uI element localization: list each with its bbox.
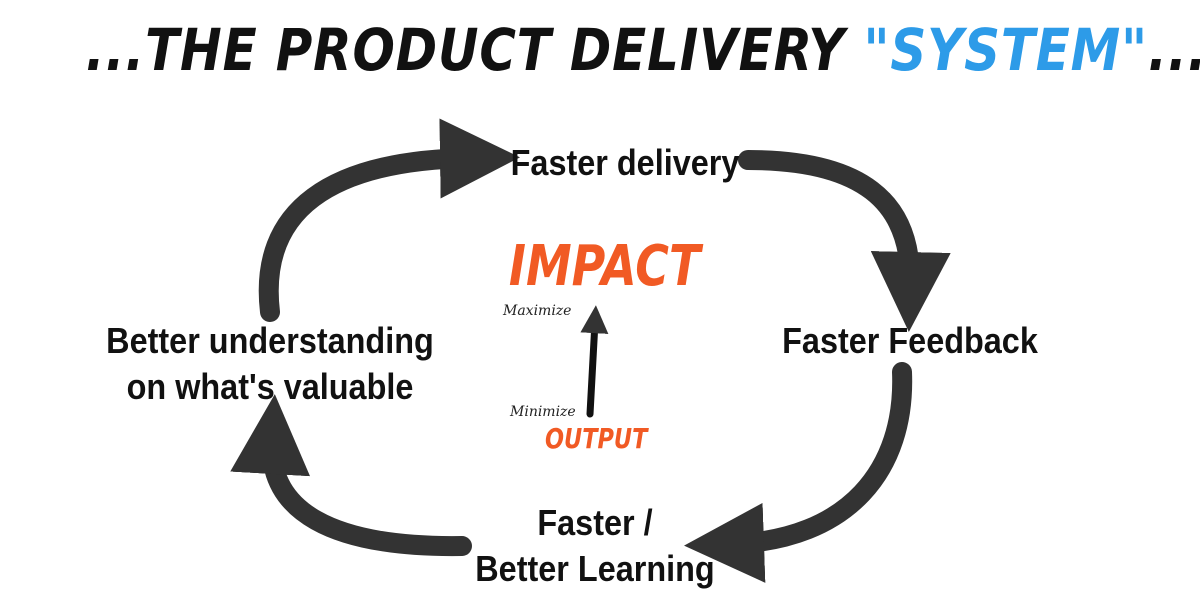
node-understanding-line1: Better understanding <box>106 320 434 361</box>
arrow-feedback-to-learning <box>684 362 913 583</box>
node-faster-feedback: Faster Feedback <box>782 320 1038 361</box>
node-better-understanding: Better understanding on what's valuable <box>99 318 441 410</box>
title-suffix: ... <box>1148 16 1200 84</box>
arrow-delivery-to-feedback <box>738 150 951 332</box>
node-understanding-line2: on what's valuable <box>126 366 414 407</box>
output-label: OUTPUT <box>545 422 648 455</box>
impact-label: IMPACT <box>508 234 701 299</box>
title-prefix: ...THE PRODUCT DELIVERY <box>85 16 864 84</box>
node-learning-line1: Faster / <box>537 502 653 543</box>
diagram-title: ...THE PRODUCT DELIVERY "SYSTEM"... <box>85 14 1200 86</box>
arrow-learning-to-understanding <box>230 394 472 557</box>
maximize-label: Maximize <box>503 303 572 319</box>
node-faster-better-learning: Faster / Better Learning <box>456 500 735 592</box>
node-learning-line2: Better Learning <box>475 548 715 589</box>
arrow-output-to-impact <box>580 305 609 418</box>
node-faster-delivery: Faster delivery <box>510 142 740 183</box>
arrow-understanding-to-delivery <box>258 118 520 322</box>
title-highlight: "SYSTEM" <box>863 16 1149 84</box>
minimize-label: Minimize <box>510 404 576 420</box>
